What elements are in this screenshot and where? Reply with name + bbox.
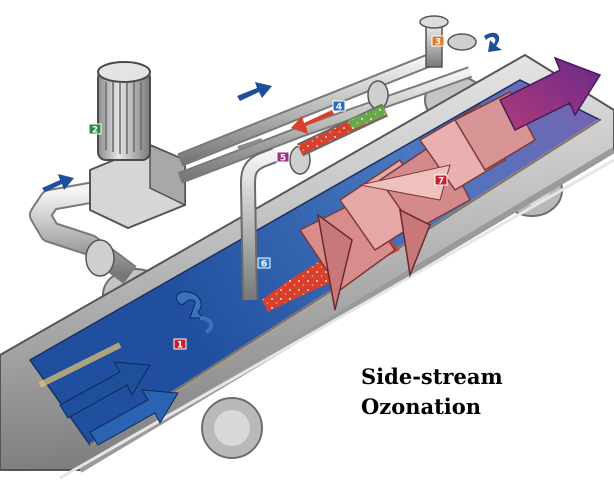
side-stream-flow-arrows <box>42 32 502 192</box>
marker-2: 2 <box>88 123 102 136</box>
marker-label: 3 <box>435 38 441 48</box>
caption-line-1: Side-stream <box>361 364 503 389</box>
marker-3: 3 <box>431 35 445 48</box>
marker-1: 1 <box>173 338 187 351</box>
marker-label: 6 <box>261 260 267 270</box>
marker-label: 2 <box>92 126 98 136</box>
side-stream-piping <box>29 15 477 301</box>
inflow-arrows <box>59 291 214 446</box>
static-mixer <box>298 0 540 311</box>
marker-6: 6 <box>257 257 271 270</box>
marker-5: 5 <box>276 151 290 164</box>
marker-label: 1 <box>177 341 183 351</box>
caption-line-2: Ozonation <box>361 394 482 419</box>
marker-label: 5 <box>280 154 286 164</box>
marker-label: 7 <box>438 177 444 187</box>
marker-label: 4 <box>336 103 342 113</box>
marker-4: 4 <box>332 100 346 113</box>
treated-water-outflow-arrow <box>498 56 602 132</box>
marker-7: 7 <box>434 174 448 187</box>
